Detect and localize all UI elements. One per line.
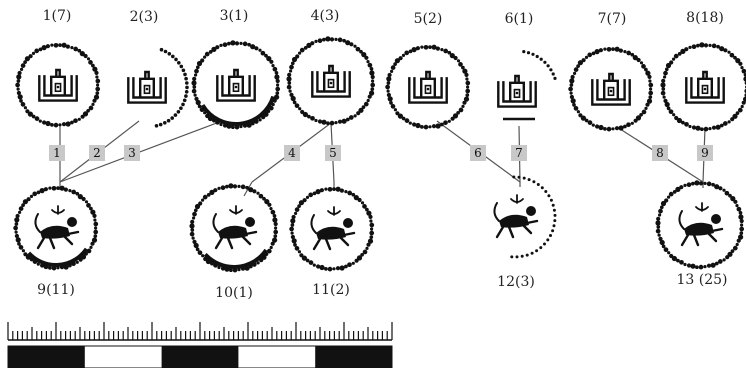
lower-coin-label: 9(11) bbox=[37, 282, 75, 298]
coins bbox=[13, 36, 746, 273]
link-label-text: 7 bbox=[515, 146, 523, 160]
link-label-3: 3 bbox=[124, 145, 140, 161]
link-label-1: 1 bbox=[49, 145, 65, 161]
castle-seal-icon bbox=[191, 40, 281, 130]
link-label-8: 8 bbox=[652, 145, 668, 161]
lower-coin-label: 11(2) bbox=[312, 282, 350, 298]
upper-coin-label: 7(7) bbox=[598, 11, 627, 27]
upper-coin-label: 3(1) bbox=[220, 8, 249, 24]
lion-seal-icon bbox=[493, 175, 557, 259]
link-label-7: 7 bbox=[511, 145, 527, 161]
upper-coin-label: 4(3) bbox=[311, 8, 340, 24]
upper-coin-label: 1(7) bbox=[43, 8, 72, 24]
upper-coin-label: 5(2) bbox=[414, 11, 443, 27]
upper-coin-label: 8(18) bbox=[686, 10, 724, 26]
link-label-9: 9 bbox=[697, 145, 713, 161]
link-label-text: 5 bbox=[329, 146, 337, 160]
link-label-text: 8 bbox=[656, 146, 664, 160]
castle-seal-icon bbox=[568, 46, 654, 132]
link-line bbox=[59, 120, 223, 183]
link-label-2: 2 bbox=[89, 145, 105, 161]
castle-seal-icon bbox=[286, 36, 376, 126]
castle-seal-icon bbox=[15, 42, 101, 128]
link-label-text: 3 bbox=[128, 146, 136, 160]
link-label-text: 1 bbox=[53, 146, 61, 160]
lower-coin-label: 13 (25) bbox=[676, 272, 727, 288]
link-lines bbox=[59, 120, 706, 197]
link-label-text: 2 bbox=[93, 146, 101, 160]
link-label-text: 9 bbox=[701, 146, 709, 160]
lion-seal-icon bbox=[13, 185, 99, 271]
link-label-text: 6 bbox=[474, 146, 482, 160]
castle-seal-icon bbox=[497, 50, 557, 121]
coin-labels: 1(7) 2(3) 3(1) 4(3) 5(2) 6(1) 7(7) 8(18) 9(11) 10… bbox=[37, 8, 727, 301]
castle-seal-icon bbox=[127, 47, 189, 128]
lower-coin-label: 12(3) bbox=[497, 274, 535, 290]
lower-coin-label: 10(1) bbox=[215, 285, 253, 301]
lion-seal-icon bbox=[289, 186, 375, 272]
lion-seal-icon bbox=[189, 183, 279, 273]
link-label-6: 6 bbox=[470, 145, 486, 161]
castle-seal-icon bbox=[660, 42, 746, 132]
lion-seal-icon bbox=[655, 180, 745, 270]
castle-seal-icon bbox=[385, 44, 471, 130]
link-label-4: 4 bbox=[284, 145, 300, 161]
scale-bar-icon bbox=[7, 322, 393, 368]
link-labels: 1 2 3 4 5 6 7 8 9 bbox=[49, 145, 713, 161]
upper-coin-label: 6(1) bbox=[505, 11, 534, 27]
link-label-5: 5 bbox=[325, 145, 341, 161]
upper-coin-label: 2(3) bbox=[130, 9, 159, 25]
link-label-text: 4 bbox=[288, 146, 296, 160]
